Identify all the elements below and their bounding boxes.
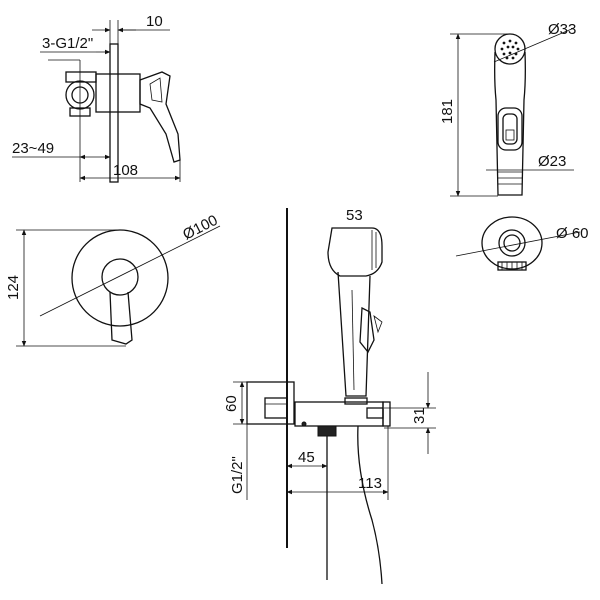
dim-holder-dia: Ø 60 (556, 225, 589, 242)
wall-plate-front-view (16, 225, 221, 347)
dim-shower-length: 181 (439, 99, 456, 124)
dim-outlet-offset: 45 (298, 449, 315, 466)
dim-outlet-height: 31 (411, 407, 428, 424)
dim-thread-top: 3-G1/2" (42, 35, 93, 52)
dim-bracket-height: 60 (223, 395, 240, 412)
dim-thread-side: G1/2" (229, 456, 246, 494)
dim-plate-height: 124 (5, 275, 22, 300)
dim-plate-dia: Ø100 (180, 212, 220, 244)
dim-handle-dia: Ø23 (538, 153, 566, 170)
mixer-side-view (12, 20, 181, 183)
hand-shower-view (450, 27, 581, 271)
installation-view (233, 208, 436, 585)
dim-wall-range: 23~49 (12, 140, 54, 157)
dim-overall-depth: 113 (358, 475, 382, 492)
dim-plate-gap: 10 (146, 13, 163, 30)
dim-depth-108: 108 (113, 162, 138, 179)
dim-head-dia: Ø33 (548, 21, 576, 38)
dim-head-width: 53 (346, 207, 363, 224)
